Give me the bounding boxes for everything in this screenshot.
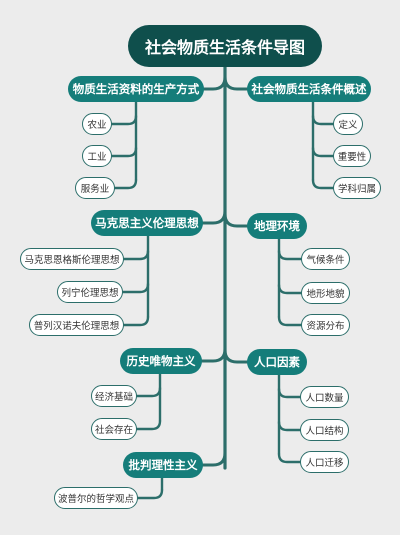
right-leaf-connector-2-1 — [277, 420, 302, 432]
leaf-population-size[interactable]: 人口数量 — [300, 386, 349, 408]
branch-population[interactable]: 人口因素 — [247, 349, 307, 375]
leaf-lenin-ethics[interactable]: 列宁伦理思想 — [57, 281, 123, 303]
right-leaf-connector-1-0 — [277, 249, 303, 261]
branch-marxist-ethics[interactable]: 马克思主义伦理思想 — [91, 210, 203, 236]
right-leaf-connector-2-2 — [277, 452, 302, 464]
trunk-to-left-branch-0 — [200, 75, 227, 91]
leaf-marx-engels-ethics[interactable]: 马克思恩格斯伦理思想 — [20, 248, 124, 270]
root-node-title[interactable]: 社会物质生活条件导图 — [128, 25, 322, 67]
right-leaf-connector-0-1 — [311, 146, 335, 158]
trunk-to-right-branch-2 — [223, 348, 250, 364]
left-leaf-connector-3-0 — [136, 488, 164, 500]
trunk-to-right-branch-0 — [223, 75, 250, 91]
branch-overview[interactable]: 社会物质生活条件概述 — [247, 76, 371, 102]
leaf-definition[interactable]: 定义 — [333, 113, 363, 135]
left-leaf-connector-0-1 — [110, 146, 138, 158]
leaf-importance[interactable]: 重要性 — [333, 145, 371, 167]
leaf-population-structure[interactable]: 人口结构 — [300, 419, 349, 441]
leaf-service-industry[interactable]: 服务业 — [75, 177, 115, 199]
trunk-to-left-branch-3 — [200, 451, 227, 467]
right-leaf-connector-1-2 — [277, 315, 303, 327]
right-leaf-connector-0-2 — [311, 178, 335, 190]
left-leaf-connector-1-2 — [122, 315, 150, 327]
left-leaf-connector-2-1 — [135, 419, 162, 431]
branch-historical-materialism[interactable]: 历史唯物主义 — [120, 348, 202, 374]
left-leaf-connector-1-1 — [121, 282, 150, 294]
leaf-population-migration[interactable]: 人口迁移 — [300, 451, 349, 473]
branch-critical-rationalism[interactable]: 批判理性主义 — [123, 452, 203, 478]
right-leaf-connector-2-0 — [277, 387, 302, 399]
trunk-to-right-branch-1 — [223, 212, 250, 228]
leaf-social-existence[interactable]: 社会存在 — [91, 418, 137, 440]
leaf-plekhanov-ethics[interactable]: 普列汉诺夫伦理思想 — [29, 314, 124, 336]
leaf-popper-philosophy[interactable]: 波普尔的哲学观点 — [54, 487, 138, 509]
left-leaf-connector-2-0 — [135, 386, 162, 398]
leaf-climate[interactable]: 气候条件 — [301, 248, 350, 270]
leaf-agriculture[interactable]: 农业 — [82, 113, 112, 135]
leaf-economic-base[interactable]: 经济基础 — [91, 385, 137, 407]
branch-production-mode[interactable]: 物质生活资料的生产方式 — [68, 76, 204, 102]
branch-geographic-environment[interactable]: 地理环境 — [247, 213, 307, 239]
trunk-to-left-branch-2 — [200, 347, 227, 363]
leaf-industry[interactable]: 工业 — [82, 145, 112, 167]
right-leaf-connector-1-1 — [277, 283, 303, 295]
trunk-to-left-branch-1 — [200, 209, 227, 225]
leaf-resources[interactable]: 资源分布 — [301, 314, 350, 336]
right-leaf-connector-0-0 — [311, 114, 335, 126]
leaf-terrain[interactable]: 地形地貌 — [301, 282, 350, 304]
left-leaf-connector-1-0 — [122, 249, 150, 261]
left-leaf-connector-0-0 — [110, 114, 138, 126]
left-leaf-connector-0-2 — [113, 178, 138, 190]
leaf-discipline[interactable]: 学科归属 — [333, 177, 381, 199]
